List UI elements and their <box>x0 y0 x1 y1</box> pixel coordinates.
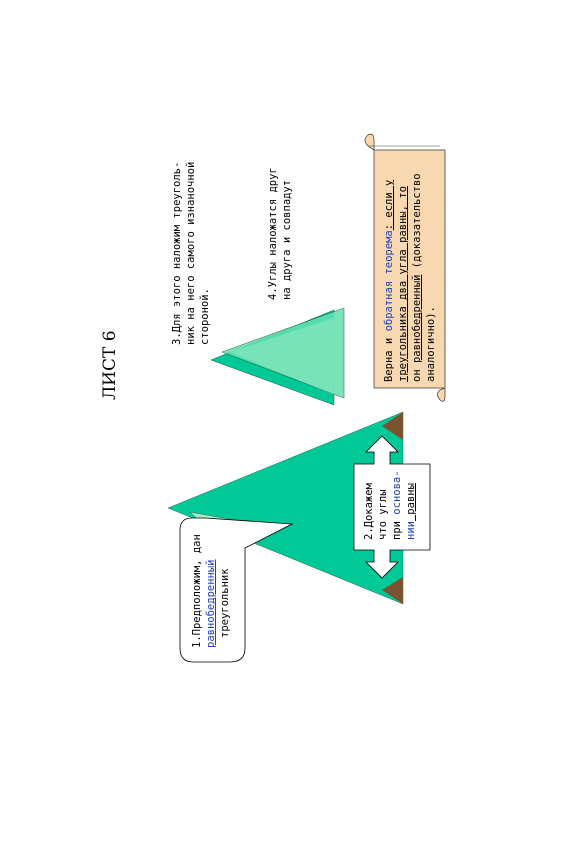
callout-2-line-4: нии равны <box>405 483 417 540</box>
scroll-line-3: он равнобедренный (доказательство <box>411 173 423 382</box>
step-4-line-2: на друга и совпадут <box>281 179 293 300</box>
base-angle-bottom-mark <box>382 577 403 604</box>
flipped-triangle-front <box>221 307 345 399</box>
scroll-curl-bottom <box>437 387 446 402</box>
scroll-curl-top <box>364 133 375 151</box>
isosceles-link[interactable]: равнобедренный <box>205 559 217 648</box>
flipped-triangle-overlay <box>230 318 334 395</box>
step-4-text: 4.Углы наложатся друг на друга и совпаду… <box>266 167 294 300</box>
scroll-line-4: аналогично). <box>425 306 437 382</box>
isosceles-link-2[interactable]: равнобедренный <box>411 274 423 364</box>
step-3-line-3: стороной. <box>199 288 211 345</box>
base-link-part-1[interactable]: основа- <box>391 470 403 515</box>
step-4-line-1: 4.Углы наложатся друг <box>267 167 279 300</box>
callout-2-line-2: что углы <box>377 489 389 540</box>
converse-theorem-link[interactable]: обратная теорема <box>383 230 395 332</box>
base-link-part-2[interactable]: нии <box>405 521 417 540</box>
callout-2-line-1: 2.Докажем <box>363 483 375 540</box>
sheet-title: ЛИСТ 6 <box>100 330 120 400</box>
step-3-line-2: ник на него самого изнаночной <box>185 161 197 345</box>
callout-1-line-3: треугольник <box>219 568 231 638</box>
callout-1-line-1: 1.Предположим, дан <box>191 534 203 648</box>
step-3-text: 3.Для этого наложим треуголь- ник на нег… <box>170 162 212 345</box>
callout-2-line-3: при основа- <box>391 470 403 540</box>
callout-1-text: 1.Предположим, дан равнобедренный треуго… <box>190 534 232 648</box>
scroll-line-1: Верна и обратная теорема: если у <box>383 179 395 382</box>
callout-1-bubble <box>179 517 294 663</box>
scroll-text: Верна и обратная теорема: если у треугол… <box>382 173 438 382</box>
scroll-line-2: треугольника два угла равны, то <box>397 186 409 382</box>
callout-2-arrow-shape <box>353 435 431 579</box>
step-3-line-1: 3.Для этого наложим треуголь- <box>171 161 183 345</box>
callout-2-text: 2.Докажем что углы при основа- нии равны <box>362 470 418 540</box>
scroll-banner <box>373 149 446 389</box>
base-angle-top-mark <box>382 412 403 440</box>
